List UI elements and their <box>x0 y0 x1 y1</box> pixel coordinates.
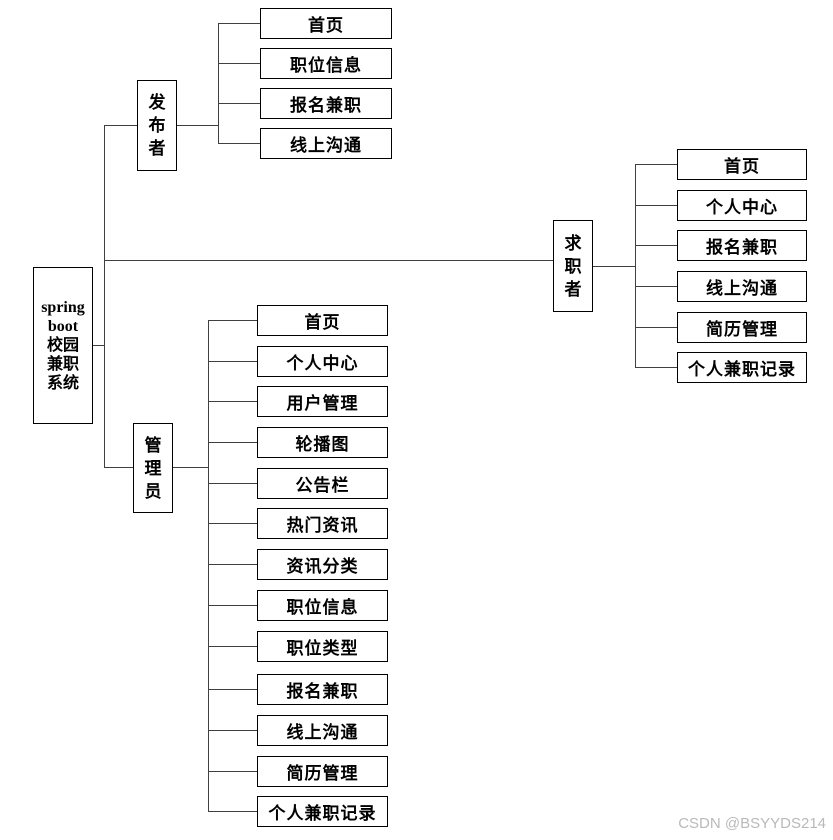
node-jobseeker-apply-parttime: 报名兼职 <box>677 230 807 261</box>
connector-admin-child-5 <box>208 523 257 524</box>
connector-publisher-to-rail <box>177 125 218 126</box>
connector-jobseeker-child-4 <box>635 327 677 328</box>
node-jobseeker-home: 首页 <box>677 149 807 180</box>
connector-jobseeker-child-5 <box>635 367 677 368</box>
connector-jobseeker-child-2 <box>635 245 677 246</box>
node-publisher-apply-parttime: 报名兼职 <box>260 88 392 119</box>
connector-jobseeker-to-rail <box>593 266 635 267</box>
node-jobseeker-parttime-records: 个人兼职记录 <box>677 352 807 383</box>
node-admin-hot-news: 热门资讯 <box>257 508 388 539</box>
node-publisher-position-info: 职位信息 <box>260 48 392 79</box>
connector-jobseeker-child-1 <box>635 205 677 206</box>
connector-admin-child-0 <box>208 320 257 321</box>
node-admin-carousel: 轮播图 <box>257 427 388 458</box>
jobseeker-char-3: 者 <box>564 279 582 299</box>
connector-admin-rail <box>208 320 209 812</box>
connector-admin-child-10 <box>208 730 257 731</box>
root-line-1: spring <box>41 299 85 316</box>
admin-char-3: 员 <box>144 481 162 501</box>
connector-trunk-to-jobseeker <box>104 260 553 261</box>
node-admin-parttime-records: 个人兼职记录 <box>257 796 388 827</box>
node-admin-apply-parttime: 报名兼职 <box>257 674 388 705</box>
node-publisher-online-chat: 线上沟通 <box>260 128 392 159</box>
root-line-4: 兼职 <box>46 356 79 373</box>
root-line-3: 校园 <box>46 337 79 354</box>
connector-admin-child-12 <box>208 811 257 812</box>
connector-publisher-child-1 <box>218 63 260 64</box>
node-jobseeker-online-chat: 线上沟通 <box>677 271 807 302</box>
connector-admin-to-rail <box>173 467 208 468</box>
connector-admin-child-8 <box>208 646 257 647</box>
connector-publisher-child-0 <box>218 23 260 24</box>
connector-publisher-child-2 <box>218 103 260 104</box>
node-admin-news-category: 资讯分类 <box>257 549 388 580</box>
connector-admin-child-1 <box>208 361 257 362</box>
connector-publisher-rail <box>218 23 219 144</box>
root-node-springboot-system: spring boot 校园 兼职 系统 <box>33 267 93 424</box>
node-admin: 管 理 员 <box>133 423 173 513</box>
connector-admin-child-9 <box>208 689 257 690</box>
admin-char-2: 理 <box>144 458 162 478</box>
node-publisher-home: 首页 <box>260 8 392 39</box>
root-line-2: boot <box>47 318 79 335</box>
node-admin-position-type: 职位类型 <box>257 631 388 662</box>
jobseeker-char-1: 求 <box>564 233 582 253</box>
connector-root-to-trunk <box>93 345 104 346</box>
node-admin-resume-management: 简历管理 <box>257 756 388 787</box>
node-jobseeker-resume-management: 简历管理 <box>677 312 807 343</box>
csdn-watermark: CSDN @BSYYDS214 <box>678 815 826 832</box>
connector-jobseeker-child-3 <box>635 286 677 287</box>
connector-admin-child-4 <box>208 483 257 484</box>
connector-admin-child-11 <box>208 771 257 772</box>
node-jobseeker-personal-center: 个人中心 <box>677 190 807 221</box>
connector-admin-child-6 <box>208 564 257 565</box>
publisher-char-1: 发 <box>148 93 166 112</box>
publisher-char-3: 者 <box>148 139 166 158</box>
node-publisher: 发 布 者 <box>137 80 177 171</box>
node-admin-home: 首页 <box>257 305 388 336</box>
connector-publisher-child-3 <box>218 143 260 144</box>
node-admin-bulletin-board: 公告栏 <box>257 468 388 499</box>
admin-char-1: 管 <box>144 435 162 455</box>
connector-admin-child-3 <box>208 442 257 443</box>
root-line-5: 系统 <box>46 375 79 392</box>
publisher-char-2: 布 <box>148 116 166 135</box>
node-admin-personal-center: 个人中心 <box>257 346 388 377</box>
connector-trunk-to-admin <box>104 467 133 468</box>
connector-admin-child-7 <box>208 605 257 606</box>
connector-jobseeker-rail <box>635 164 636 368</box>
jobseeker-char-2: 职 <box>564 256 582 276</box>
node-jobseeker: 求 职 者 <box>553 220 593 312</box>
connector-jobseeker-child-0 <box>635 164 677 165</box>
connector-trunk-to-publisher <box>104 125 137 126</box>
node-admin-user-management: 用户管理 <box>257 386 388 417</box>
node-admin-position-info: 职位信息 <box>257 590 388 621</box>
node-admin-online-chat: 线上沟通 <box>257 715 388 746</box>
connector-admin-child-2 <box>208 401 257 402</box>
connector-trunk <box>104 125 105 468</box>
